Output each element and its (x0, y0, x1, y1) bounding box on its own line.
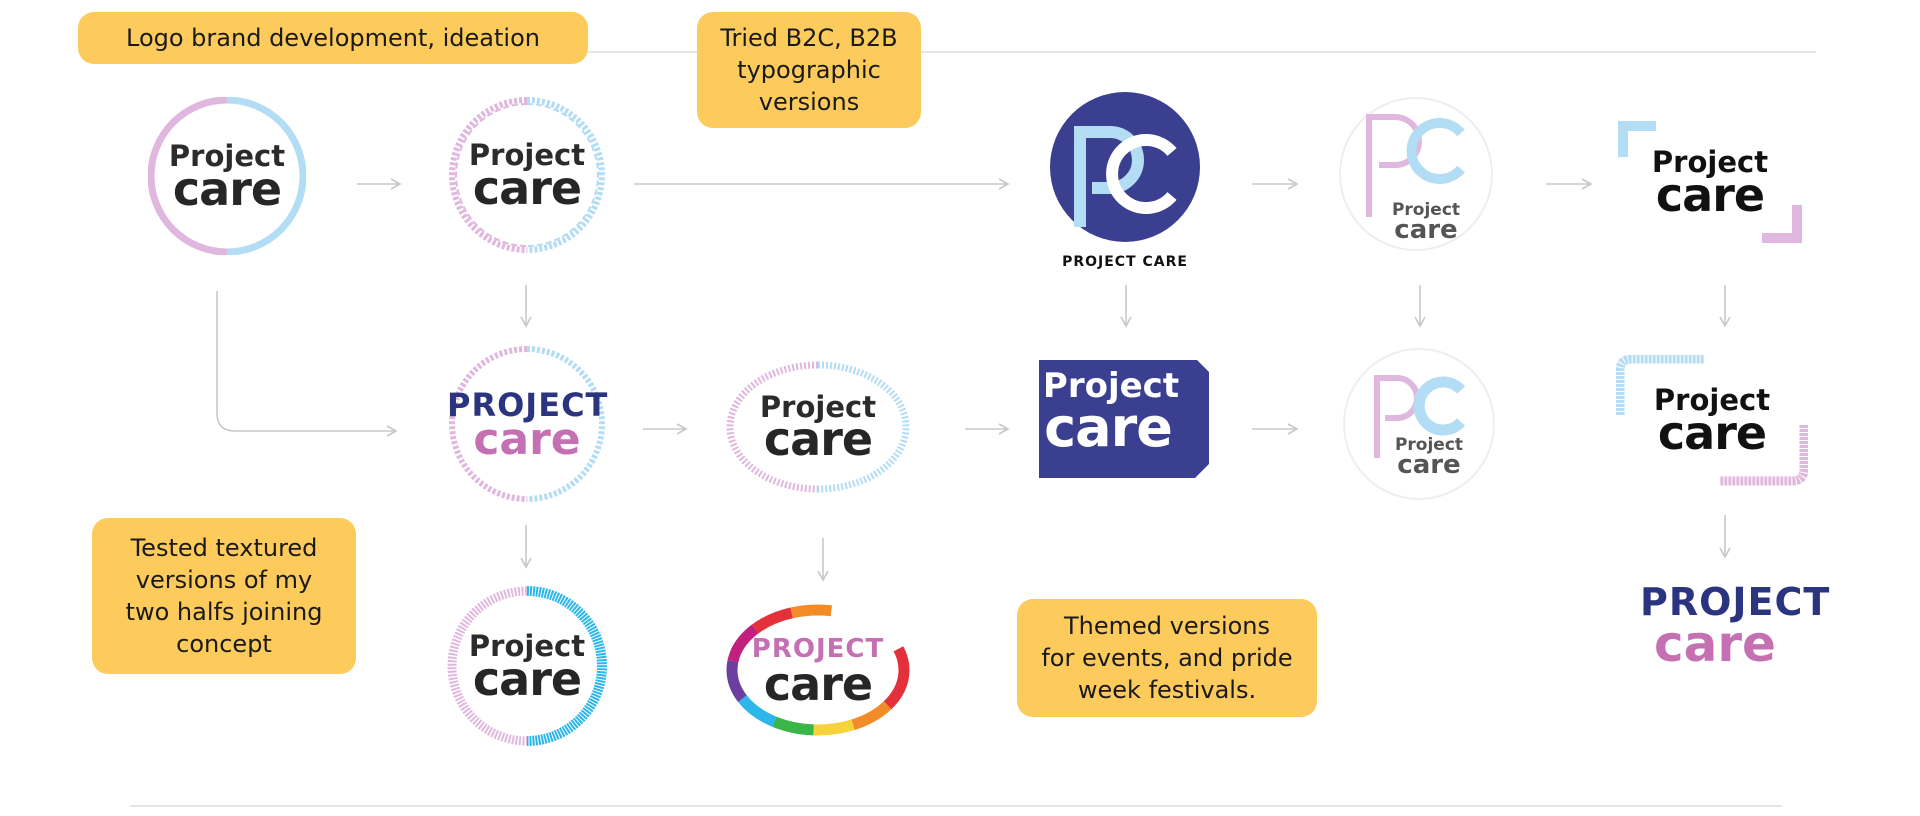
note-themed: Themed versions for events, and pride we… (1017, 599, 1317, 717)
logo-project-text: Project (759, 390, 877, 424)
logo-bracket-clean: Project care (1614, 117, 1806, 247)
logo-project-text: Project (168, 139, 286, 173)
logo-ring-sketch: Project care (447, 95, 607, 255)
pc-badge-graphic (1339, 97, 1493, 251)
note-textured-line-4: concept (176, 630, 272, 658)
logo-care-text: care (1657, 406, 1767, 460)
logo-project-text: Project (1653, 383, 1771, 417)
ring-graphic (449, 346, 605, 502)
note-ideation-text: Logo brand development, ideation (126, 24, 540, 52)
logo-project-caps-text: PROJECT (447, 386, 609, 424)
note-textured-line-2: versions of my (135, 566, 313, 594)
note-themed-line-2: for events, and pride (1041, 644, 1293, 672)
arrow-elbow (216, 291, 398, 437)
logo-project-text: Project (1394, 435, 1464, 455)
logo-care-text: care (1655, 168, 1765, 222)
oval-graphic (726, 361, 910, 493)
note-typographic-line-1: Tried B2C, B2B (720, 24, 898, 52)
logo-ring-caps: PROJECT care (447, 344, 607, 504)
logo-care-text: care (763, 412, 873, 466)
note-textured-line-1: Tested textured (130, 534, 318, 562)
note-typographic-line-2: typographic (737, 56, 881, 84)
logo-project-text: Project (468, 629, 586, 663)
logo-care-text: care (1654, 615, 1776, 673)
logo-oval-sketch: Project care (726, 361, 910, 493)
logo-care-text: care (472, 652, 582, 706)
logo-pc-pale-2: Project care (1341, 346, 1497, 502)
logo-project-caps-text: PROJECT (751, 634, 885, 664)
note-typographic-line-3: versions (758, 88, 860, 116)
logo-navy-block: Project care (1035, 358, 1211, 480)
logo-pc-pale: Project care (1337, 95, 1495, 253)
logo-pc-navy: PROJECT CARE (1040, 92, 1210, 274)
logo-project-text: Project (468, 138, 586, 172)
logo-care-text: care (472, 161, 582, 215)
logo-care-text: care (1397, 450, 1461, 480)
logo-care-text: care (172, 162, 282, 216)
logo-project-text: Project (1651, 145, 1769, 179)
note-textured: Tested textured versions of my two halfs… (92, 518, 356, 674)
logo-project-text: Project (1391, 200, 1461, 220)
logo-care-text: care (473, 414, 581, 465)
rainbow-oval-graphic (726, 604, 910, 736)
logo-project-text: Project (1042, 366, 1180, 406)
logo-ring-textured: Project care (446, 585, 608, 747)
logo-ring-clean: Project care (147, 96, 307, 256)
note-typographic: Tried B2C, B2B typographic versions (697, 12, 921, 128)
logo-care-text: care (1394, 215, 1458, 245)
pc-caption: PROJECT CARE (1062, 254, 1188, 270)
logo-care-text: care (1044, 396, 1173, 459)
logo-project-caps-text: PROJECT (1640, 580, 1831, 624)
logo-bracket-sketch: Project care (1615, 354, 1809, 487)
ring-graphic (147, 96, 307, 256)
bracket-graphic (1615, 354, 1809, 486)
note-themed-line-1: Themed versions (1063, 612, 1271, 640)
note-themed-line-3: week festivals. (1077, 676, 1257, 704)
ring-graphic (447, 586, 607, 746)
pc-badge-graphic (1343, 348, 1495, 500)
logo-caps-wordmark: PROJECT care (1640, 580, 1831, 673)
ring-graphic (449, 97, 605, 253)
note-ideation: Logo brand development, ideation (78, 12, 588, 64)
pc-monogram-graphic (1050, 92, 1200, 242)
logo-pride-oval: PROJECT care (726, 604, 910, 736)
bracket-graphic (1618, 121, 1802, 243)
logo-care-text: care (763, 657, 873, 711)
note-textured-line-3: two halfs joining (125, 598, 323, 626)
block-graphic (1039, 360, 1209, 478)
